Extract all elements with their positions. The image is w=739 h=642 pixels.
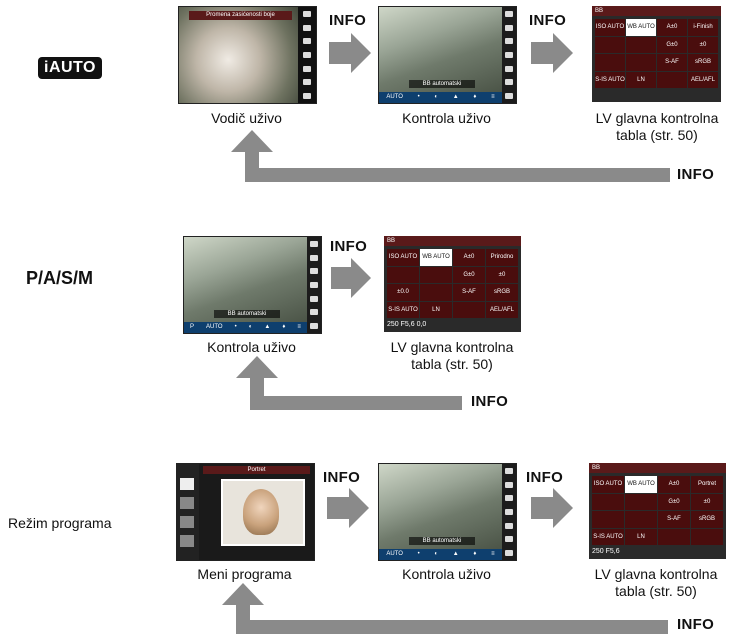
arrow-2-head xyxy=(553,33,573,73)
info-label-6: INFO xyxy=(323,469,361,486)
info-label-4: INFO xyxy=(330,238,368,255)
live-control-screen-3: BB automatski AUTO•◐▲♦≡ xyxy=(378,463,517,561)
feedback-2-head xyxy=(236,356,278,378)
scene-menu-header: Portret xyxy=(203,466,310,474)
feedback-1-horizontal xyxy=(245,168,670,182)
arrow-1-head xyxy=(351,33,371,73)
info-label-2: INFO xyxy=(529,12,567,29)
arrow-3-head xyxy=(351,258,371,298)
feedback-3-horizontal xyxy=(236,620,668,634)
info-label-8: INFO xyxy=(677,616,715,633)
wb-bar-3: BB automatski xyxy=(409,537,475,545)
scene-menu-screen: Portret xyxy=(176,463,315,561)
feedback-2-horizontal xyxy=(250,396,462,410)
arrow-4-body xyxy=(327,497,349,519)
iauto-mode-label: iAUTO xyxy=(38,57,102,79)
live-guide-header: Promena zasićenosti boje xyxy=(189,11,292,20)
caption-live-control-3: Kontrola uživo xyxy=(402,566,491,582)
info-label-3: INFO xyxy=(677,166,715,183)
caption-live-guide: Vodič uživo xyxy=(211,110,282,126)
lv-panel-3-header: BB xyxy=(589,463,726,473)
feedback-2-vertical xyxy=(250,376,264,410)
lv-panel-2-header: BB xyxy=(384,236,521,246)
info-label-5: INFO xyxy=(471,393,509,410)
pasm-mode-label: P/A/S/M xyxy=(26,268,94,288)
portrait-thumbnail xyxy=(221,479,305,546)
feedback-1-vertical xyxy=(245,150,259,182)
wb-bar: BB automatski xyxy=(409,80,475,88)
lv-panel-2-footer: 250 F5,6 0,0 xyxy=(387,321,427,328)
info-label-7: INFO xyxy=(526,469,564,486)
arrow-5-head xyxy=(553,488,573,528)
caption-lv-panel-2-line1: LV glavna kontrolna xyxy=(390,339,514,355)
wb-bar-2: BB automatski xyxy=(214,310,280,318)
caption-lv-panel-1-line2: tabla (str. 50) xyxy=(616,127,698,143)
caption-lv-panel-2-line2: tabla (str. 50) xyxy=(411,356,493,372)
lv-panel-header: BB xyxy=(592,6,721,16)
feedback-3-vertical xyxy=(236,603,250,634)
scene-mode-label: Režim programa xyxy=(8,515,112,531)
arrow-4-head xyxy=(349,488,369,528)
info-label-1: INFO xyxy=(329,12,367,29)
caption-lv-panel-3-line2: tabla (str. 50) xyxy=(615,583,697,599)
arrow-2-body xyxy=(531,42,553,64)
caption-scene-menu: Meni programa xyxy=(197,566,292,582)
arrow-5-body xyxy=(531,497,553,519)
live-guide-screen: Promena zasićenosti boje xyxy=(178,6,317,104)
caption-lv-panel-1-line1: LV glavna kontrolna xyxy=(595,110,719,126)
caption-live-control-2: Kontrola uživo xyxy=(207,339,296,355)
lv-panel-3-footer: 250 F5,6 xyxy=(592,548,620,555)
arrow-1-body xyxy=(329,42,351,64)
feedback-3-head xyxy=(222,583,264,605)
arrow-3-body xyxy=(331,267,351,289)
live-control-screen-1: BB automatski AUTO•◐▲♦≡ xyxy=(378,6,517,104)
live-control-bar: AUTO•◐▲♦≡ xyxy=(379,92,502,103)
feedback-1-head xyxy=(231,130,273,152)
caption-lv-panel-3-line1: LV glavna kontrolna xyxy=(594,566,718,582)
caption-live-control-1: Kontrola uživo xyxy=(402,110,491,126)
